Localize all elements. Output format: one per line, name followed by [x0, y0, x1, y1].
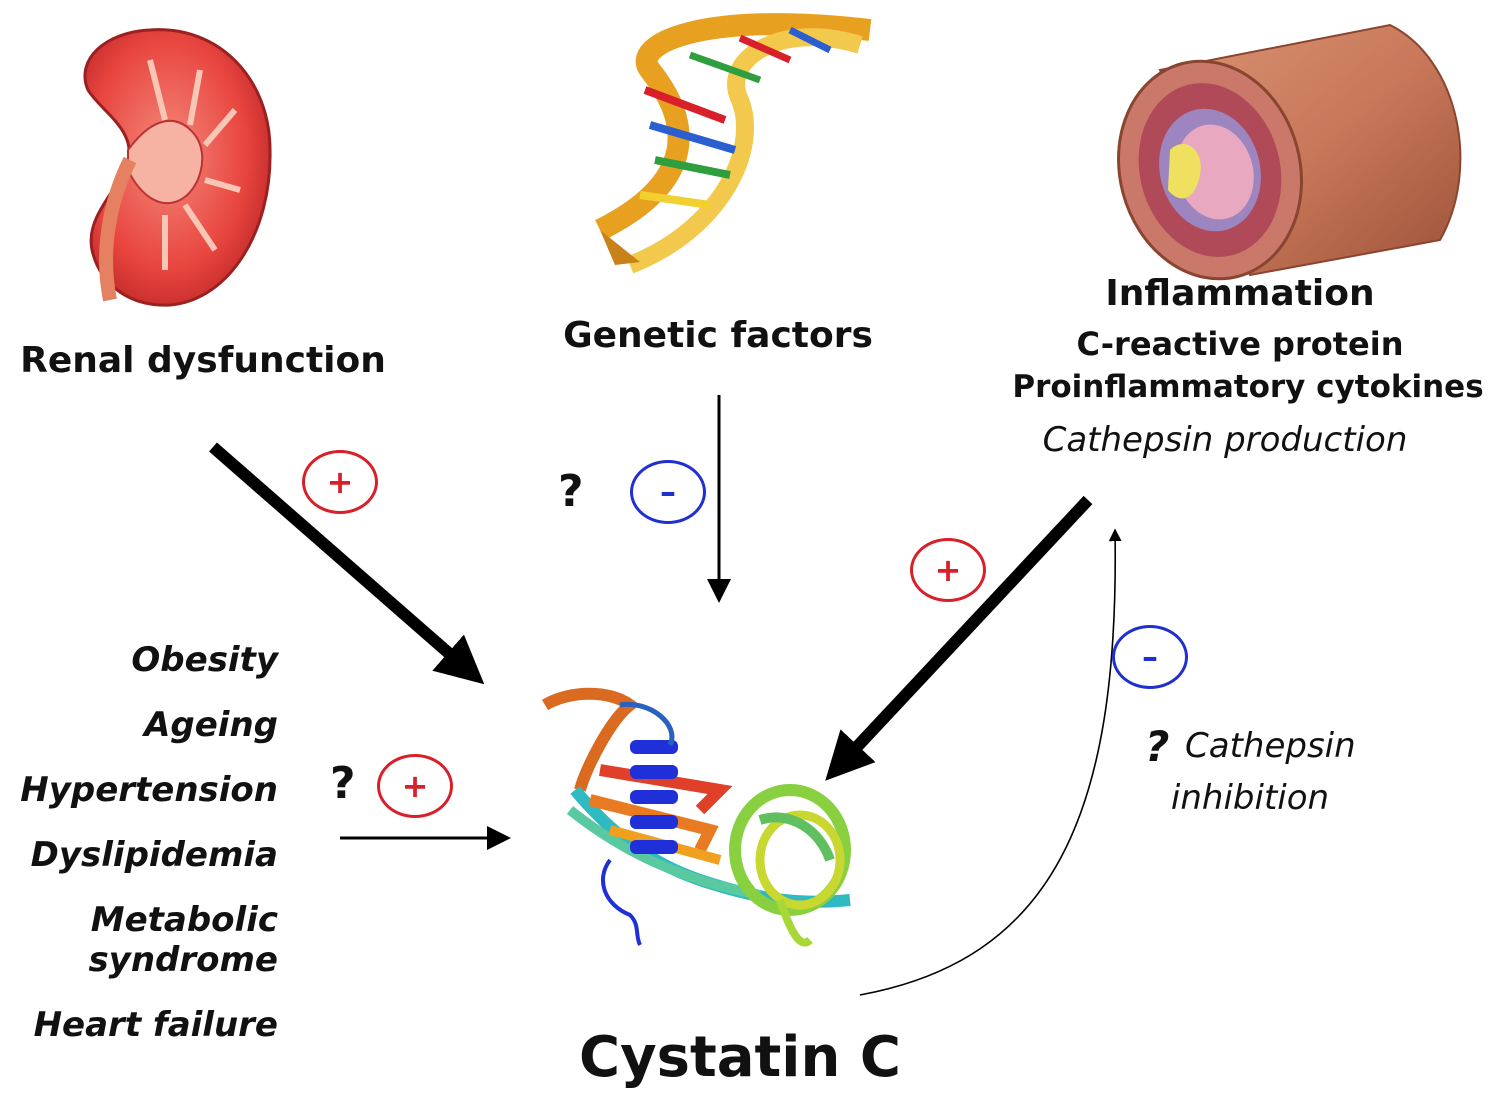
cathepsin-production-label: Cathepsin production: [1042, 420, 1408, 460]
inhibition-effect-minus-badge: –: [1112, 625, 1188, 689]
cystatin-c-label: Cystatin C: [579, 1025, 901, 1090]
risk-effect-plus-badge: +: [377, 754, 453, 818]
artery-cross-section-icon: [1117, 23, 1462, 281]
cytokines-label: Proinflammatory cytokines: [1012, 369, 1484, 405]
arrow-renal-to-cystatin: [209, 442, 485, 685]
kidney-icon: [83, 28, 272, 307]
arrow-inflammation-to-cystatin: [825, 495, 1093, 781]
risk-ageing: Ageing: [144, 705, 278, 745]
risk-dyslipidemia: Dyslipidemia: [30, 835, 278, 875]
risk-heart-failure: Heart failure: [33, 1005, 278, 1045]
renal-effect-plus-badge: +: [302, 450, 378, 514]
risk-metabolic-line1: Metabolic: [90, 900, 278, 940]
crp-label: C-reactive protein: [1076, 325, 1404, 363]
genetic-factors-label: Genetic factors: [563, 315, 873, 356]
risk-factor-list: Obesity Ageing Hypertension Dyslipidemia…: [0, 640, 278, 1070]
inhibition-uncertain-mark: ?: [1145, 722, 1170, 771]
inflammation-effect-plus-badge: +: [910, 538, 986, 602]
dna-helix-icon: [595, 13, 872, 274]
risk-hypertension: Hypertension: [20, 770, 278, 810]
cathepsin-inhibition-line1: Cathepsin: [1185, 726, 1356, 766]
arrow-cystatin-to-inhibition: [859, 528, 1122, 996]
risk-metabolic-line2: syndrome: [88, 940, 278, 980]
inflammation-title: Inflammation: [1105, 273, 1375, 314]
genetic-effect-minus-badge: –: [630, 460, 706, 524]
cathepsin-inhibition-line2: inhibition: [1170, 778, 1330, 818]
renal-dysfunction-label: Renal dysfunction: [20, 340, 386, 381]
genetic-uncertain-mark: ?: [558, 466, 584, 517]
risk-obesity: Obesity: [131, 640, 278, 680]
risk-uncertain-mark: ?: [330, 758, 356, 809]
protein-ribbon-icon: [541, 687, 851, 947]
